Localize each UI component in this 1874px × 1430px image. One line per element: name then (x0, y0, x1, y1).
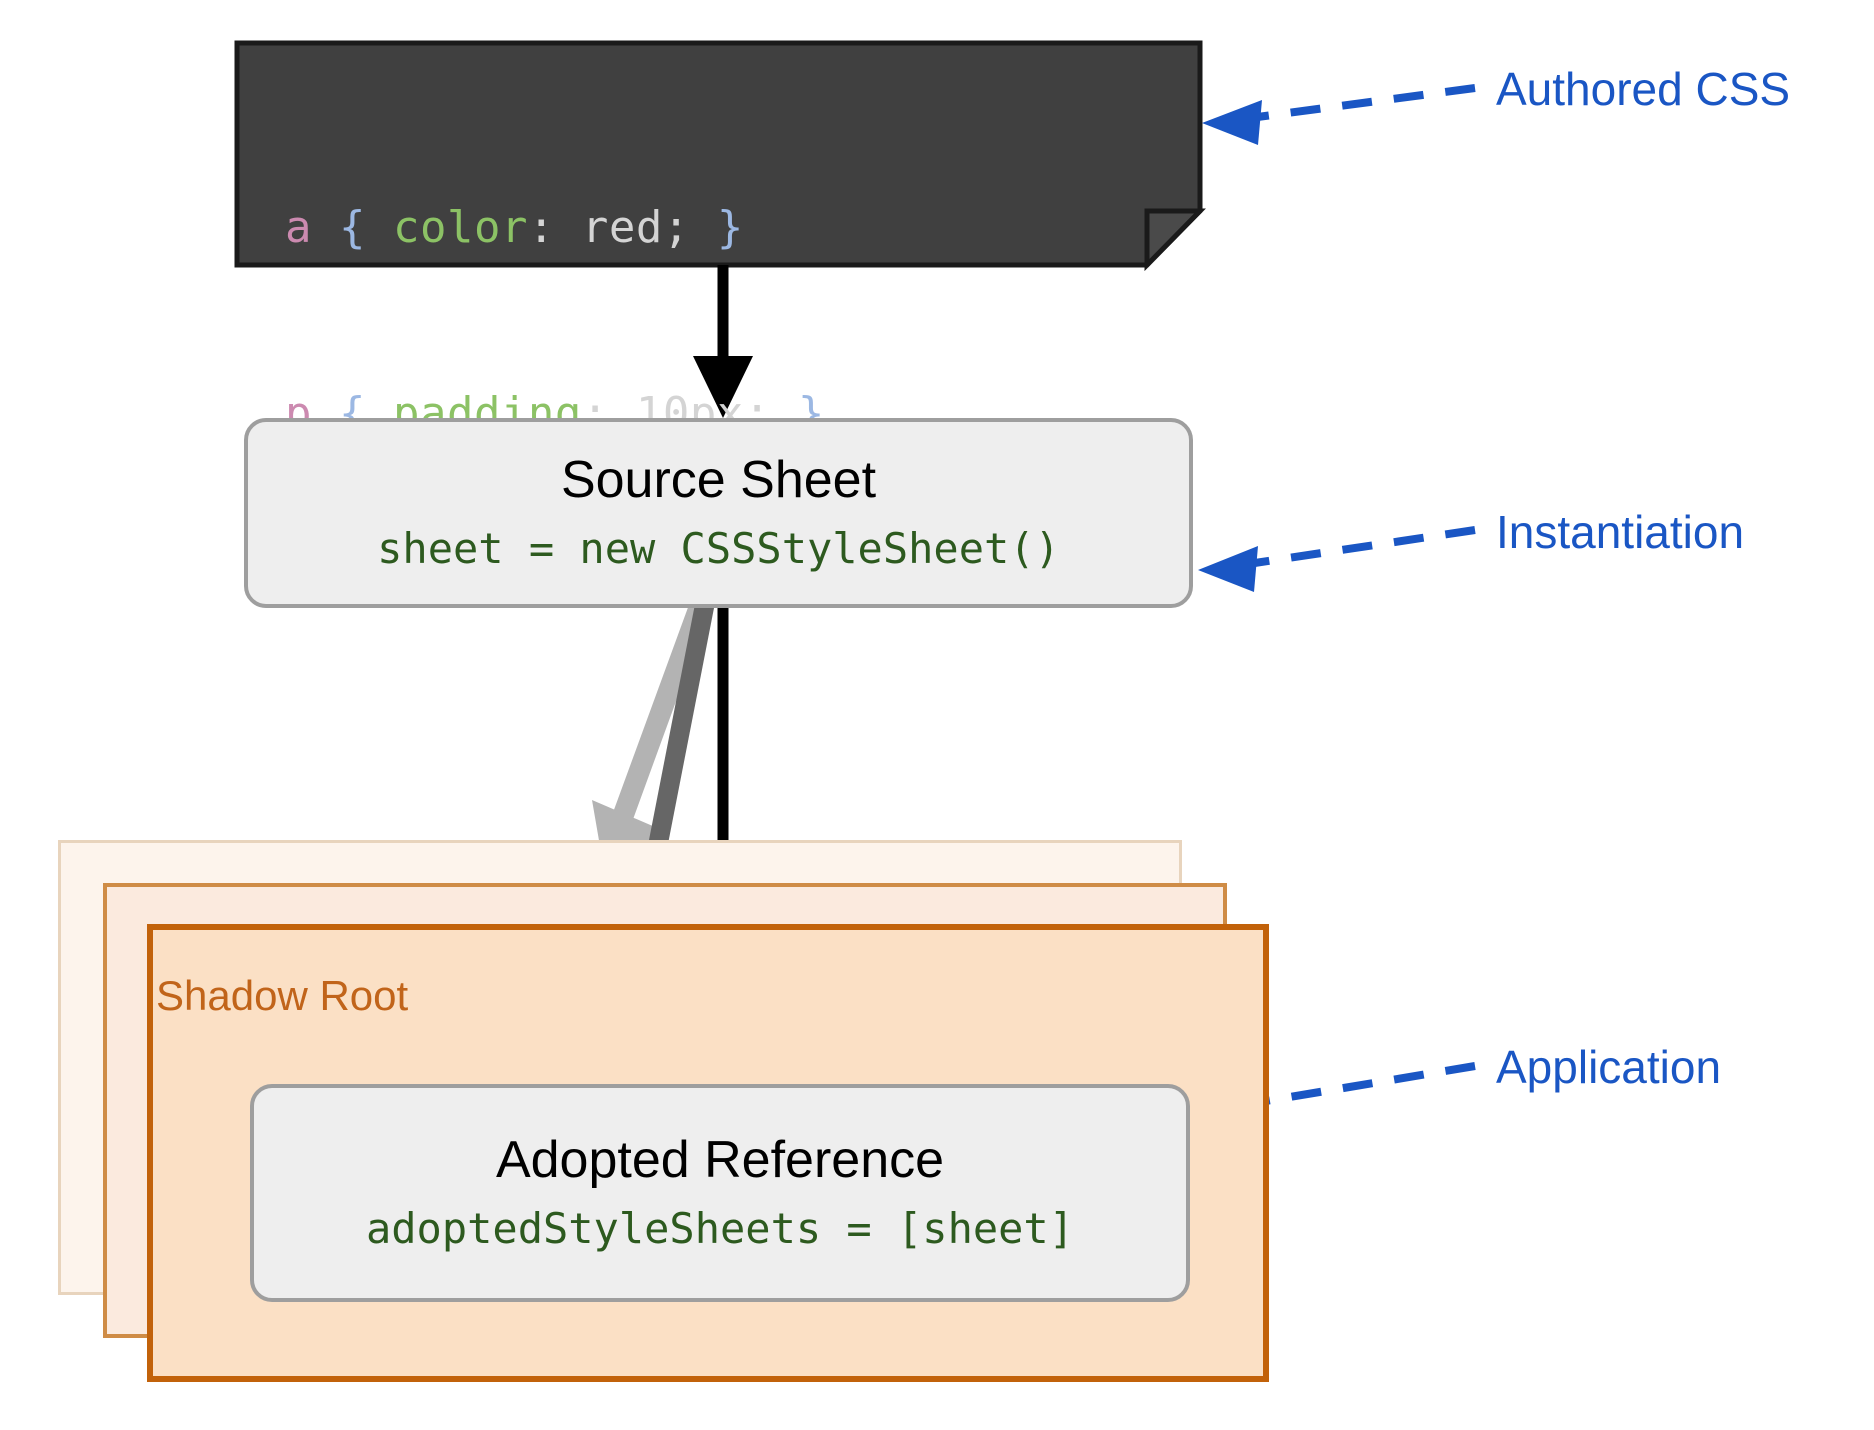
shadow-root-label: Shadow Root (156, 972, 409, 1019)
css-semicolon: ; (662, 202, 717, 253)
source-sheet-title: Source Sheet (560, 450, 877, 509)
annotation-leader-authored-css (1202, 84, 1476, 145)
css-property: color (392, 202, 528, 253)
css-colon: : (527, 202, 582, 253)
css-rule-line-1: a { color: red; } (285, 197, 825, 259)
adopted-reference-title: Adopted Reference (495, 1130, 945, 1189)
adopted-reference-code: adoptedStyleSheets = [sheet] (365, 1203, 1074, 1253)
annotation-application: Application (1496, 1041, 1722, 1093)
css-value: red (581, 202, 663, 253)
annotation-leader-instantiation (1198, 526, 1476, 592)
authored-css-note: a { color: red; } p { padding: 10px; } (237, 43, 1200, 439)
css-selector: a (285, 202, 312, 253)
source-sheet-node: Source Sheet sheet = new CSSStyleSheet() (244, 418, 1193, 608)
source-sheet-code: sheet = new CSSStyleSheet() (377, 523, 1060, 573)
annotation-authored-css: Authored CSS (1496, 63, 1791, 115)
css-close-brace: } (716, 202, 744, 253)
css-open-brace: { (312, 202, 393, 253)
annotation-instantiation: Instantiation (1496, 506, 1745, 558)
adopted-reference-node: Adopted Reference adoptedStyleSheets = [… (250, 1084, 1190, 1302)
